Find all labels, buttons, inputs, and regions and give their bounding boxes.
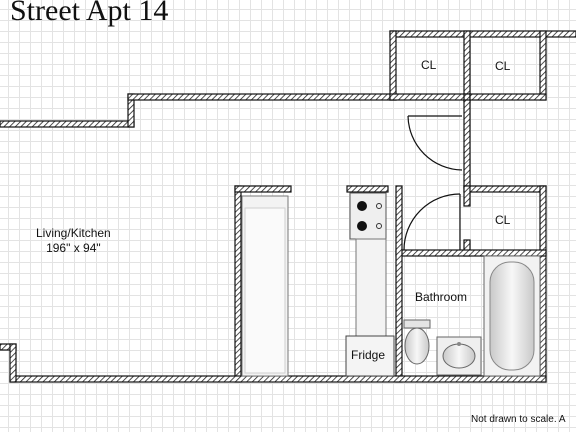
room-label-closet-1: CL <box>421 58 437 72</box>
living-size: 196" x 94" <box>46 241 101 255</box>
room-label-bathroom: Bathroom <box>415 290 468 304</box>
bathtub <box>483 255 541 377</box>
room-label-closet-2: CL <box>495 59 511 73</box>
sink <box>436 336 482 376</box>
fridge <box>345 335 395 377</box>
fridge-label: Fridge <box>351 348 386 362</box>
stove <box>349 192 387 240</box>
walls <box>0 30 576 383</box>
room-label-closet-3: CL <box>495 213 511 227</box>
page-title: Street Apt 14 <box>10 0 169 27</box>
kitchen-counter <box>241 195 289 377</box>
doors <box>403 115 463 251</box>
side-counter <box>355 238 387 338</box>
room-label-living: Living/Kitchen 196" x 94" <box>36 226 111 256</box>
living-name: Living/Kitchen <box>36 226 111 240</box>
toilet <box>403 319 431 365</box>
scale-note: Not drawn to scale. A <box>471 414 566 425</box>
